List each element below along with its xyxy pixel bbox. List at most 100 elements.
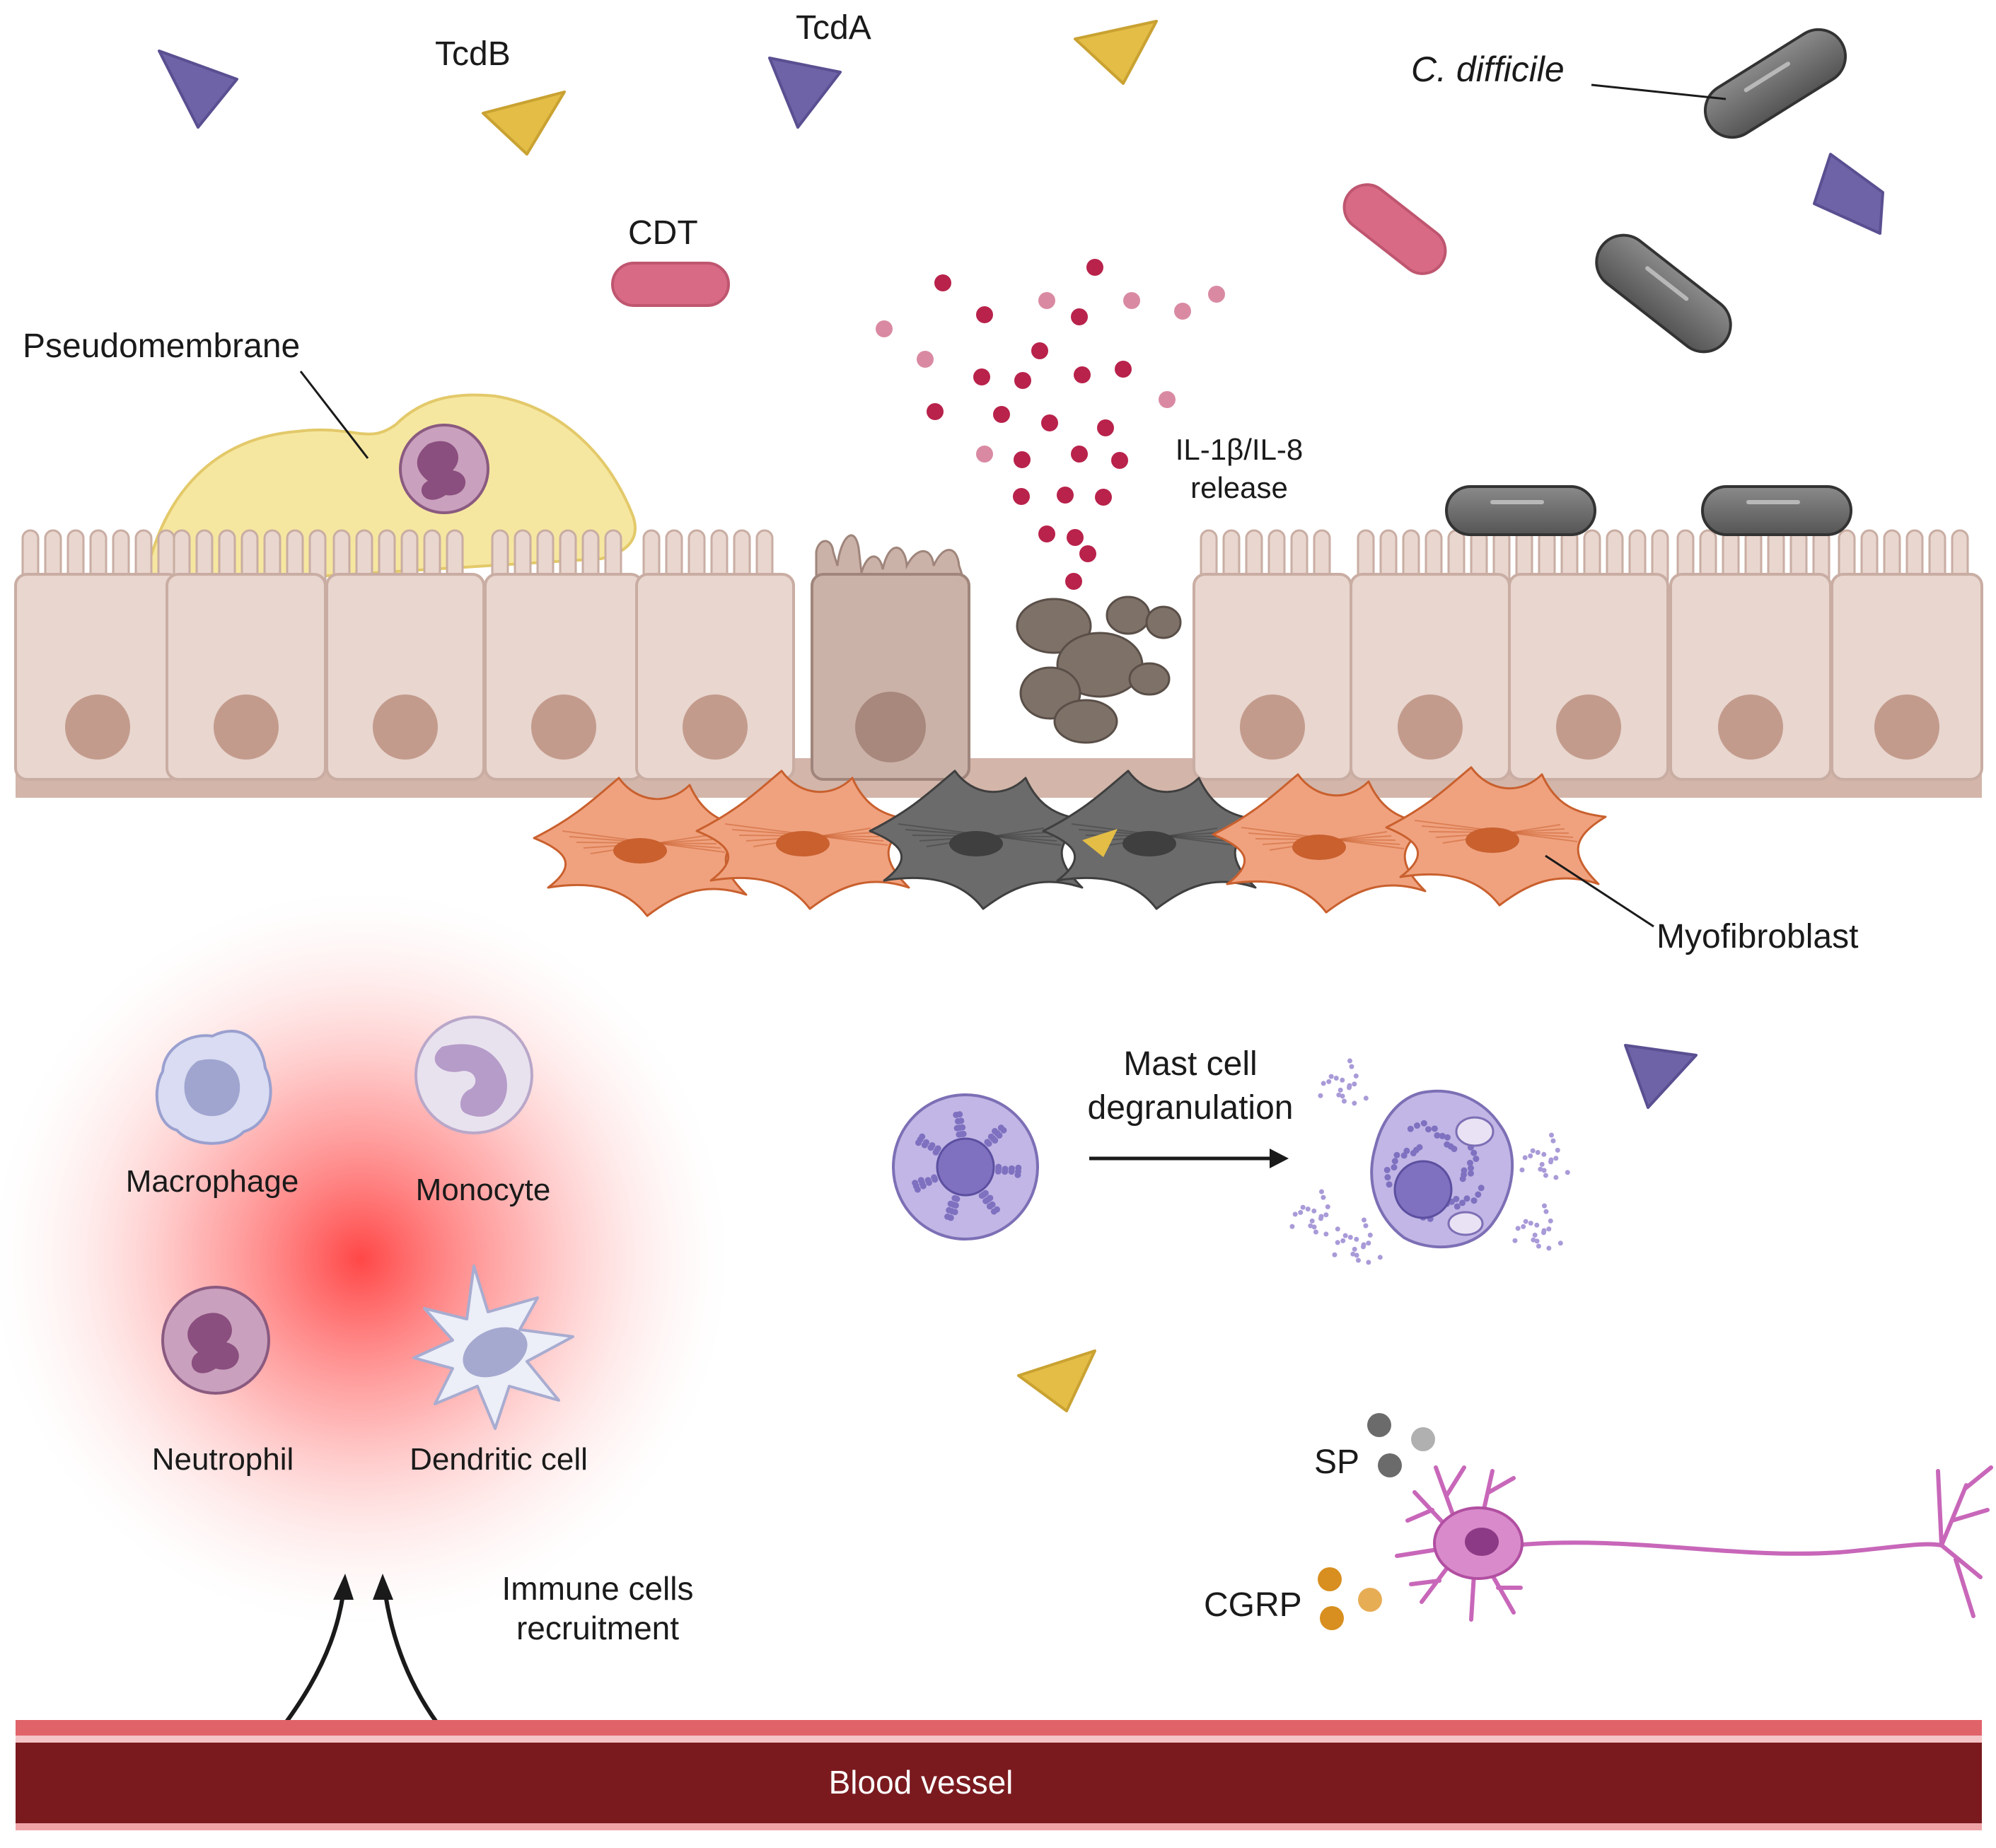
tcda-label: TcdA	[796, 9, 871, 47]
cytokine-dot	[1159, 391, 1176, 408]
cell-nucleus	[65, 695, 130, 760]
cell-nucleus	[1240, 695, 1305, 760]
released-granule	[1521, 1224, 1526, 1229]
released-granule	[1530, 1148, 1536, 1153]
released-granule	[1333, 1076, 1339, 1081]
released-granule	[1300, 1204, 1306, 1210]
mast-cell-intact	[892, 1093, 1039, 1240]
released-granule	[1321, 1081, 1326, 1086]
arrowhead	[373, 1574, 393, 1600]
granule	[1002, 1168, 1009, 1175]
tcdb-label: TcdB	[435, 35, 511, 73]
granule	[959, 1124, 966, 1131]
released-granule	[1318, 1216, 1323, 1221]
released-granule	[1543, 1209, 1549, 1214]
granule	[1451, 1146, 1458, 1153]
cytokine-dot	[1097, 419, 1114, 436]
released-granule	[1325, 1204, 1330, 1209]
myofibroblast-cell	[869, 769, 1091, 910]
cgrp-molecule	[1318, 1567, 1342, 1591]
debris-fragment	[1128, 662, 1171, 696]
cytokine-dot	[1071, 308, 1088, 325]
granule	[947, 1200, 954, 1207]
released-granule	[1352, 1100, 1357, 1106]
released-granule	[1298, 1209, 1304, 1215]
cytokine-dot	[976, 446, 993, 463]
cytokine-dot	[1074, 366, 1091, 383]
mast-label-line2: degranulation	[1088, 1089, 1294, 1127]
tcda-toxin	[1624, 1044, 1698, 1109]
cytokine-dot	[973, 368, 990, 385]
attached-bacterium	[1701, 485, 1852, 536]
epithelial-cell	[1669, 529, 1832, 781]
pseudomembrane-label: Pseudomembrane	[23, 327, 300, 365]
granule	[986, 1203, 993, 1210]
granule	[1431, 1125, 1438, 1132]
blood-vessel	[16, 1743, 1982, 1825]
epithelial-cell	[1193, 529, 1352, 781]
c-difficile-bacterium	[1595, 233, 1732, 354]
released-granule	[1328, 1074, 1334, 1079]
granule	[1414, 1122, 1421, 1129]
granule	[1434, 1132, 1441, 1139]
cgrp-molecule	[1320, 1606, 1344, 1630]
cgrp-molecule	[1358, 1588, 1382, 1612]
released-granule	[1555, 1147, 1560, 1153]
released-granule	[1522, 1155, 1528, 1161]
cell-body	[1830, 573, 1983, 781]
tcdb-toxin	[482, 91, 566, 156]
granule	[990, 1208, 997, 1215]
cytokine-dot	[917, 351, 934, 368]
released-granule	[1548, 1132, 1554, 1138]
myofibroblast-pointer	[1545, 854, 1654, 928]
released-granule	[1313, 1229, 1318, 1235]
released-granule	[1352, 1246, 1357, 1252]
tcdb-toxin	[1074, 20, 1158, 85]
released-granule	[1335, 1240, 1340, 1245]
released-granule	[1338, 1087, 1343, 1093]
blood-vessel-label: Blood vessel	[829, 1764, 1014, 1801]
released-granule	[1546, 1226, 1552, 1232]
released-granule	[1353, 1073, 1359, 1079]
sp-molecule	[1378, 1453, 1402, 1477]
fibroblast-nucleus	[1122, 831, 1176, 856]
released-granule	[1541, 1151, 1547, 1157]
released-granule	[1366, 1260, 1371, 1265]
tcdb-toxin-internalized	[1082, 829, 1118, 857]
released-granule	[1309, 1218, 1315, 1224]
cytokine-dot	[1031, 342, 1048, 359]
released-granule	[1347, 1058, 1352, 1064]
released-granule	[1548, 1159, 1553, 1165]
myofibroblast-cell	[1212, 773, 1434, 914]
released-granule	[1335, 1226, 1340, 1232]
released-granule	[1539, 1161, 1545, 1167]
cdt-toxin	[611, 262, 730, 307]
myofibroblast-cell	[1042, 769, 1264, 910]
granule	[1420, 1120, 1427, 1127]
neuron	[1395, 1465, 1993, 1622]
cytokine-dot	[1013, 488, 1030, 505]
granule	[923, 1139, 930, 1146]
released-granule	[1535, 1150, 1540, 1156]
cell-body	[1508, 573, 1669, 781]
damaged-epithelial-cell	[811, 534, 970, 781]
fibroblast-nucleus	[1466, 827, 1519, 853]
neutrophil-in-pseudomembrane	[399, 424, 489, 514]
released-granule	[1354, 1236, 1359, 1242]
released-granule	[1367, 1232, 1373, 1238]
granule	[1403, 1147, 1410, 1154]
cytokine-dot	[1071, 446, 1088, 463]
tcda-toxin	[768, 57, 842, 129]
attached-bacterium	[1445, 485, 1596, 536]
epithelial-cell	[1350, 529, 1511, 781]
granule	[978, 1192, 985, 1199]
granule	[1467, 1170, 1474, 1177]
granule	[960, 1130, 967, 1137]
released-granule	[1515, 1226, 1521, 1231]
cytokine-dot	[1065, 573, 1082, 590]
sp-molecule	[1411, 1427, 1435, 1451]
degranulation-arrow	[1089, 1149, 1289, 1168]
epithelial-cell	[635, 529, 795, 781]
released-granule	[1318, 1189, 1324, 1195]
